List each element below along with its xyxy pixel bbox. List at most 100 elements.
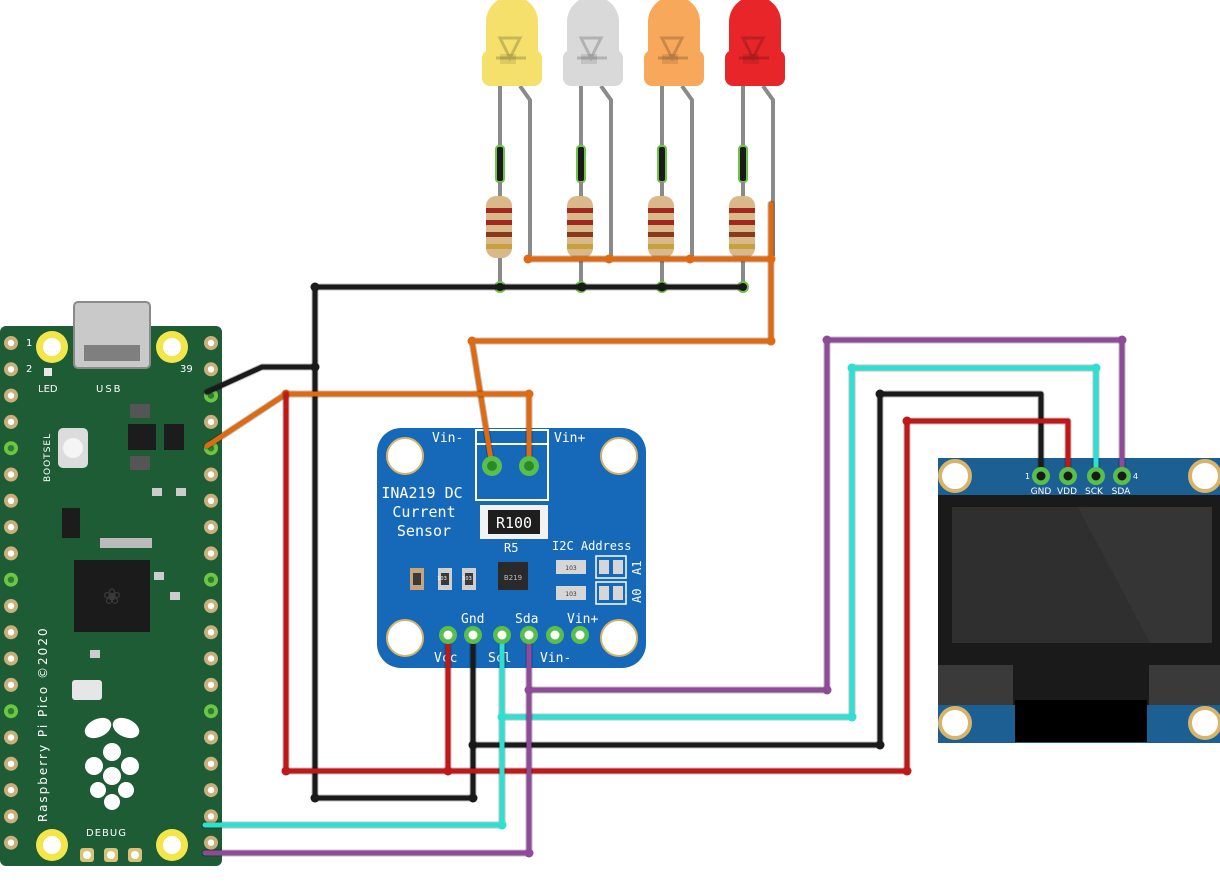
ina219-chip-label: B219 — [504, 574, 522, 582]
led-label: LED — [38, 384, 58, 395]
wire-joint — [847, 363, 857, 373]
wire-joint — [875, 389, 885, 399]
resistor-band — [729, 208, 755, 213]
led-base — [563, 50, 623, 86]
led-die — [739, 36, 769, 62]
oled-vdd-label: VDD — [1057, 487, 1077, 497]
led-dome — [486, 0, 538, 52]
wire-joint — [467, 336, 477, 346]
i2c-address-label: I2C Address — [552, 539, 631, 553]
wire-joint — [497, 712, 507, 722]
smd-capacitors — [410, 568, 476, 590]
ina219-board: Vin- Vin+ INA219 DC Current Sensor R100 … — [377, 428, 646, 668]
wire-joint — [822, 335, 832, 345]
smd-label: 103 — [462, 576, 472, 582]
led-anode-leg — [599, 84, 613, 256]
resistor-band — [567, 220, 593, 225]
oled-pin-1-label: 1 — [1025, 472, 1030, 481]
smd-label: 103 — [437, 576, 447, 582]
resistor-band — [648, 244, 674, 249]
debug-pads — [80, 848, 142, 862]
wire-joint — [281, 766, 291, 776]
ina219-pcb — [377, 428, 646, 668]
resistor-band — [567, 232, 593, 237]
oled-sck-label: SCK — [1085, 487, 1104, 497]
onboard-led — [44, 368, 52, 376]
vin-plus-wire — [204, 391, 532, 469]
rp2040-logo-icon: ❀ — [103, 585, 121, 610]
led-dome — [567, 0, 619, 52]
led-white — [563, 0, 623, 293]
resistor-band — [729, 244, 755, 249]
led-array — [482, 0, 785, 293]
oled-mount-hole — [1188, 459, 1220, 493]
led-die — [496, 36, 526, 62]
wire-joint — [657, 282, 667, 292]
wire-joint — [902, 416, 912, 426]
wire-joint — [766, 254, 776, 264]
resistor-band — [486, 244, 512, 249]
vin-plus-bottom-label: Vin+ — [567, 612, 598, 627]
vin-minus-top-label: Vin- — [432, 431, 463, 446]
wire-joint — [902, 766, 912, 776]
wire-joint — [847, 712, 857, 722]
led-jumper — [576, 145, 586, 183]
bootsel-label: BOOTSEL — [43, 433, 53, 482]
led-anode-leg — [680, 84, 694, 256]
vin-minus-bottom-label: Vin- — [540, 651, 571, 666]
led-yellow — [482, 0, 542, 293]
ground-wire — [312, 284, 503, 801]
smd-label: 103 — [565, 565, 577, 572]
oled-header-pins — [1032, 467, 1131, 485]
ina219-mount-hole — [600, 619, 638, 657]
r5-label: R5 — [504, 541, 518, 555]
wire-joint — [497, 820, 507, 830]
wire-joint — [685, 254, 695, 264]
led-die — [658, 36, 688, 62]
a0-jumper — [595, 581, 627, 605]
led-orange — [644, 0, 704, 293]
vcc-wire — [283, 391, 1071, 774]
wire-joint — [310, 793, 320, 803]
pico-right-pin-header — [204, 336, 218, 850]
oled-flex-cable — [1015, 700, 1147, 742]
oled-pin-4-label: 4 — [1133, 472, 1138, 481]
resistor-band — [567, 208, 593, 213]
vin-minus-wire — [469, 201, 774, 469]
wire-joint — [310, 282, 320, 292]
wire-joint — [523, 254, 533, 264]
led-base — [482, 50, 542, 86]
a0-label: A0 — [630, 589, 644, 603]
wire-joint — [822, 685, 832, 695]
wire-joint — [1117, 335, 1127, 345]
scl-wire — [202, 632, 505, 828]
shunt-resistor-label: R100 — [496, 514, 532, 532]
led-base — [725, 50, 785, 86]
led-jumper — [738, 145, 748, 183]
led-red — [725, 0, 785, 293]
resistor-band — [648, 220, 674, 225]
ina219-chip — [498, 562, 528, 590]
flash-chip — [72, 680, 102, 700]
wire-joint — [524, 389, 534, 399]
wire-joint — [766, 336, 776, 346]
usb-port-opening — [84, 345, 140, 361]
wire-joint — [443, 766, 453, 776]
pico-pin-1-label: 1 — [26, 338, 32, 349]
led-anode-leg — [518, 84, 532, 256]
wire-joint — [468, 793, 478, 803]
resistor-band — [729, 232, 755, 237]
a1-jumper — [595, 555, 627, 579]
oled-mount-hole — [938, 459, 972, 493]
resistor-band — [486, 220, 512, 225]
debug-label: DEBUG — [86, 828, 127, 839]
pico-board: 1 2 39 LED USB BOOTSEL ❀ — [0, 301, 222, 866]
wire-joint — [524, 685, 534, 695]
a1-label: A1 — [630, 561, 644, 575]
resistor-band — [486, 208, 512, 213]
resistor-band — [567, 244, 593, 249]
rp2040-chip — [74, 560, 150, 632]
resistor-band — [648, 208, 674, 213]
